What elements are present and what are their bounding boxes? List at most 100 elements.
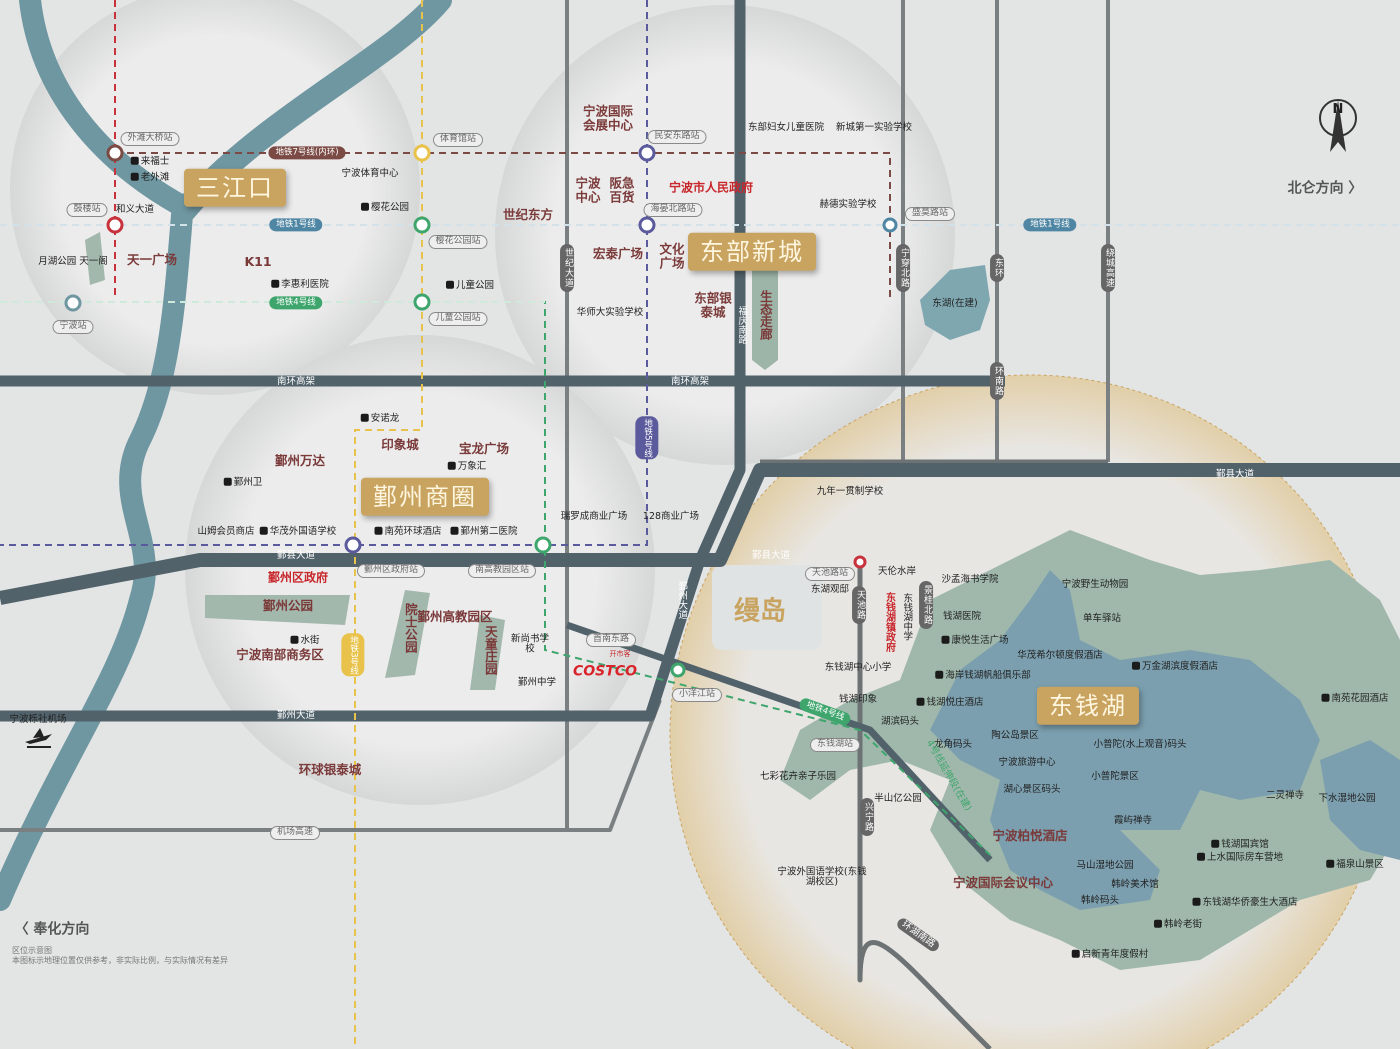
disclaimer-note2: 本图标示地理位置仅供参考，非实际比例，与实际情况有差异 [12,956,228,965]
station-label-dqh_stn[interactable]: 东钱湖站 [809,738,861,752]
yuanshi-park [385,590,430,678]
map-label-banshan: 半山亿公园 [874,792,922,804]
compass-icon [1319,99,1357,152]
map-label-wanjin: 万金湖滨度假酒店 [1132,661,1218,672]
map-label-yuehu: 月湖公园 天一阁 [38,255,108,267]
map-label-nanyuan: 南苑环球酒店 [374,526,441,537]
metro-line-badge-l7: 地铁7号线(内环) [268,146,346,160]
map-label-jiunian: 九年一贯制学校 [816,485,884,497]
map-label-xincheng1: 新城第一实验学校 [835,121,913,133]
map-label-nbzx: 宁波中心 [575,175,601,204]
station-label-gulou_stn[interactable]: 鼓楼站 [66,203,108,217]
station-label-etgy_stn[interactable]: 儿童公园站 [428,312,488,326]
yinzhou-park [205,595,350,625]
map-label-yuanshi: 院士公园 [402,603,418,653]
station-label-yhgy_stn[interactable]: 樱花公园站 [428,235,488,249]
madao-island [712,565,822,650]
map-label-nanyuanhs: 南苑花园酒店 [1321,693,1388,704]
map-label-huizhan: 宁波国际会展中心 [582,103,633,132]
map-label-sjk[interactable]: 三江口 [184,168,286,208]
map-label-xinshang: 新尚书学校 [510,633,549,655]
station-label-haiyan_stn[interactable]: 海晏北路站 [643,203,703,217]
map-label-dqhxx: 东钱湖中心小学 [824,661,892,673]
yuehu-park [85,232,105,285]
map-label-fuquan: 福泉山景区 [1326,859,1384,870]
map-label-xingning: 兴宁路 [860,798,874,836]
map-label-yzzx: 鄞州中学 [517,676,557,688]
station-label-waitan_stn[interactable]: 外滩大桥站 [120,132,180,146]
map-label-longjiao: 龙角码头 [933,738,973,750]
map-label-yzw: 鄞州卫 [224,477,263,488]
map-label-huiyi: 宁波国际会议中心 [952,875,1054,891]
station-label-xiaoyang_stn[interactable]: 小洋江站 [671,688,723,702]
metro-line-badge-l5: 地铁5号线 [635,416,659,460]
map-label-heyi: 和义大道 [115,203,155,215]
map-label-dqh[interactable]: 东钱湖 [1037,686,1139,726]
donghu-lake [920,265,990,340]
station-label-nangao_stn[interactable]: 南高教园区站 [467,564,537,578]
station-label-yzqzf_stn[interactable]: 鄞州区政府站 [356,564,426,578]
map-label-wenhua: 文化广场 [659,241,685,270]
map-label-xiayu: 霞屿禅寺 [1113,814,1153,826]
metro-stations [64,144,898,678]
map-label-qianhuyin: 钱湖印象 [838,693,878,705]
station-label-tianchi_stn[interactable]: 天池路站 [804,567,856,581]
map-label-ruoluo: 瑞罗成商业广场 [560,510,628,522]
station-label-shengmo_stn[interactable]: 盛莫路站 [904,207,956,221]
map-label-costco: COSTCO [573,663,637,680]
map-label-dbxc[interactable]: 东部新城 [688,232,816,272]
shengtai-corridor [752,270,778,370]
map-label-fenghua[interactable]: 〈 奉化方向 [14,921,90,938]
map-label-guobin: 钱湖国宾馆 [1211,839,1269,850]
map-label-nh2: 南环高架 [670,375,710,387]
map-label-danche: 单车驿站 [1082,612,1122,624]
map-label-zoo: 宁波野生动物园 [1061,578,1129,590]
map-label-xiashui: 下水湿地公园 [1318,792,1376,804]
map-label-laifushi: 来福士 [131,156,170,167]
map-label-hanlinglj: 韩岭老街 [1154,919,1202,930]
map-label-sam: 山姆会员商店 [197,525,255,537]
map-label-baiyue: 宁波柏悦酒店 [992,828,1068,844]
map-label-lihuili: 李惠利医院 [271,279,329,290]
map-label-nh1: 南环高架 [276,375,316,387]
metro-line-badge-l3: 地铁3号线 [341,633,365,677]
map-label-yxdd3: 鄞县大道 [1215,468,1255,480]
map-label-dqhzx: 东钱湖中学 [901,593,913,641]
map-label-shameng: 沙孟海书学院 [941,573,999,585]
map-label-erling: 二灵禅寺 [1265,789,1305,801]
map-label-fuqing: 福庆南路 [736,306,748,344]
station-label-nb_stn[interactable]: 宁波站 [52,320,94,334]
map-label-yzdd1: 鄞州大道 [276,709,316,721]
map-label-qianhuyy: 钱湖医院 [942,610,982,622]
map-label-tiyuzx: 宁波体育中心 [341,167,399,179]
map-label-huamao: 华茂外国语学校 [260,526,337,537]
map-label-airport: 宁波栎社机场 [9,713,67,725]
map-label-laowaitan: 老外滩 [131,172,170,183]
map-label-hongtai: 宏泰广场 [592,246,644,262]
metro-line-badge-l4a: 地铁4号线 [269,296,323,310]
map-label-qicai: 七彩花卉亲子乐园 [759,770,837,782]
map-label-k11: K11 [244,254,272,270]
map-label-jinggui: 景桂北路 [919,581,933,629]
map-label-shuijie: 水街 [290,635,319,646]
map-label-yzqzf: 鄞州区政府 [267,570,329,585]
station-label-minan_stn[interactable]: 民安东路站 [647,130,707,144]
map-label-shijidd: 世纪大道 [560,244,574,292]
map-label-yzgy: 鄞州公园 [262,598,314,614]
map-label-banji: 阪急百货 [609,175,635,204]
map-label-waiyu: 宁波外国语学校(东钱湖校区) [777,866,867,888]
map-label-beilun[interactable]: 北仑方向 〉 [1287,180,1363,197]
map-label-tianyi: 天一广场 [126,252,178,268]
map-label-yzsq[interactable]: 鄞州商圈 [361,477,489,517]
map-label-shangshui: 上水国际房车营地 [1197,852,1283,863]
map-label-fanchuan: 海岸钱湖帆船俱乐部 [935,670,1031,681]
map-label-huannan: 环南路 [990,362,1004,400]
station-label-tyg_stn[interactable]: 体育馆站 [432,133,484,147]
disclaimer-note1: 区位示意图 [12,946,52,955]
map-label-tianchilu: 天池路 [852,586,866,624]
station-label-jichang[interactable]: 机场高速 [269,826,321,840]
station-label-shounan[interactable]: 首南东路 [585,633,637,647]
map-label-shengtai: 生态走廊 [757,290,773,340]
map-label-fuer: 东部妇女儿童医院 [747,121,825,133]
